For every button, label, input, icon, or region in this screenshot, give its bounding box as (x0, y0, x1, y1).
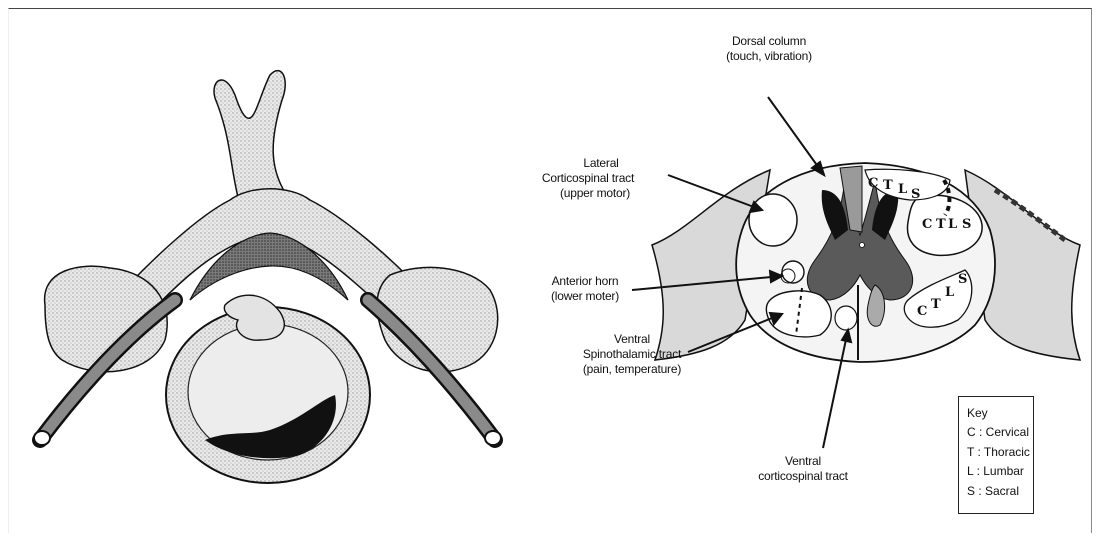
ventral-segment-l: L (945, 285, 954, 300)
left-lateral-corticospinal-tract (749, 194, 797, 246)
key-item-sacral: S : Sacral (967, 482, 1033, 501)
lateral-segment-c: C (922, 217, 932, 232)
anterior-horn-cell (782, 261, 804, 283)
key-item-thoracic: T : Thoracic (967, 443, 1033, 462)
lateral-segment-l: L (948, 217, 957, 232)
lateral-segment-s: S (962, 217, 971, 232)
ventral-corticospinal-label: Ventral corticospinal tract (748, 454, 858, 484)
ventral-corticospinal-area (835, 306, 857, 330)
anterior-horn-label: Anterior horn (lower moter) (540, 274, 630, 304)
ventral-segment-t: T (931, 297, 941, 312)
dorsal-segment-l: L (898, 182, 907, 197)
key-item-lumbar: L : Lumbar (967, 462, 1033, 481)
key-box: Key C : Cervical T : Thoracic L : Lumbar… (958, 396, 1034, 514)
lateral-corticospinal-label: Lateral Corticospinal tract (upper motor… (520, 156, 656, 201)
dorsal-segment-s: S (911, 187, 920, 202)
key-item-cervical: C : Cervical (967, 423, 1033, 442)
lateral-segment-t: T (936, 217, 946, 232)
ventral-segment-c: C (917, 304, 927, 319)
ventral-segment-s: S (958, 272, 967, 287)
dorsal-segment-c: C (868, 176, 878, 191)
key-title: Key (967, 404, 1033, 423)
dorsal-segment-t: T (883, 178, 893, 193)
dorsal-column-label: Dorsal column (touch, vibration) (708, 34, 830, 64)
ventral-spinothalamic-label: Ventral Spinothalamic tract (pain, tempe… (572, 332, 692, 377)
